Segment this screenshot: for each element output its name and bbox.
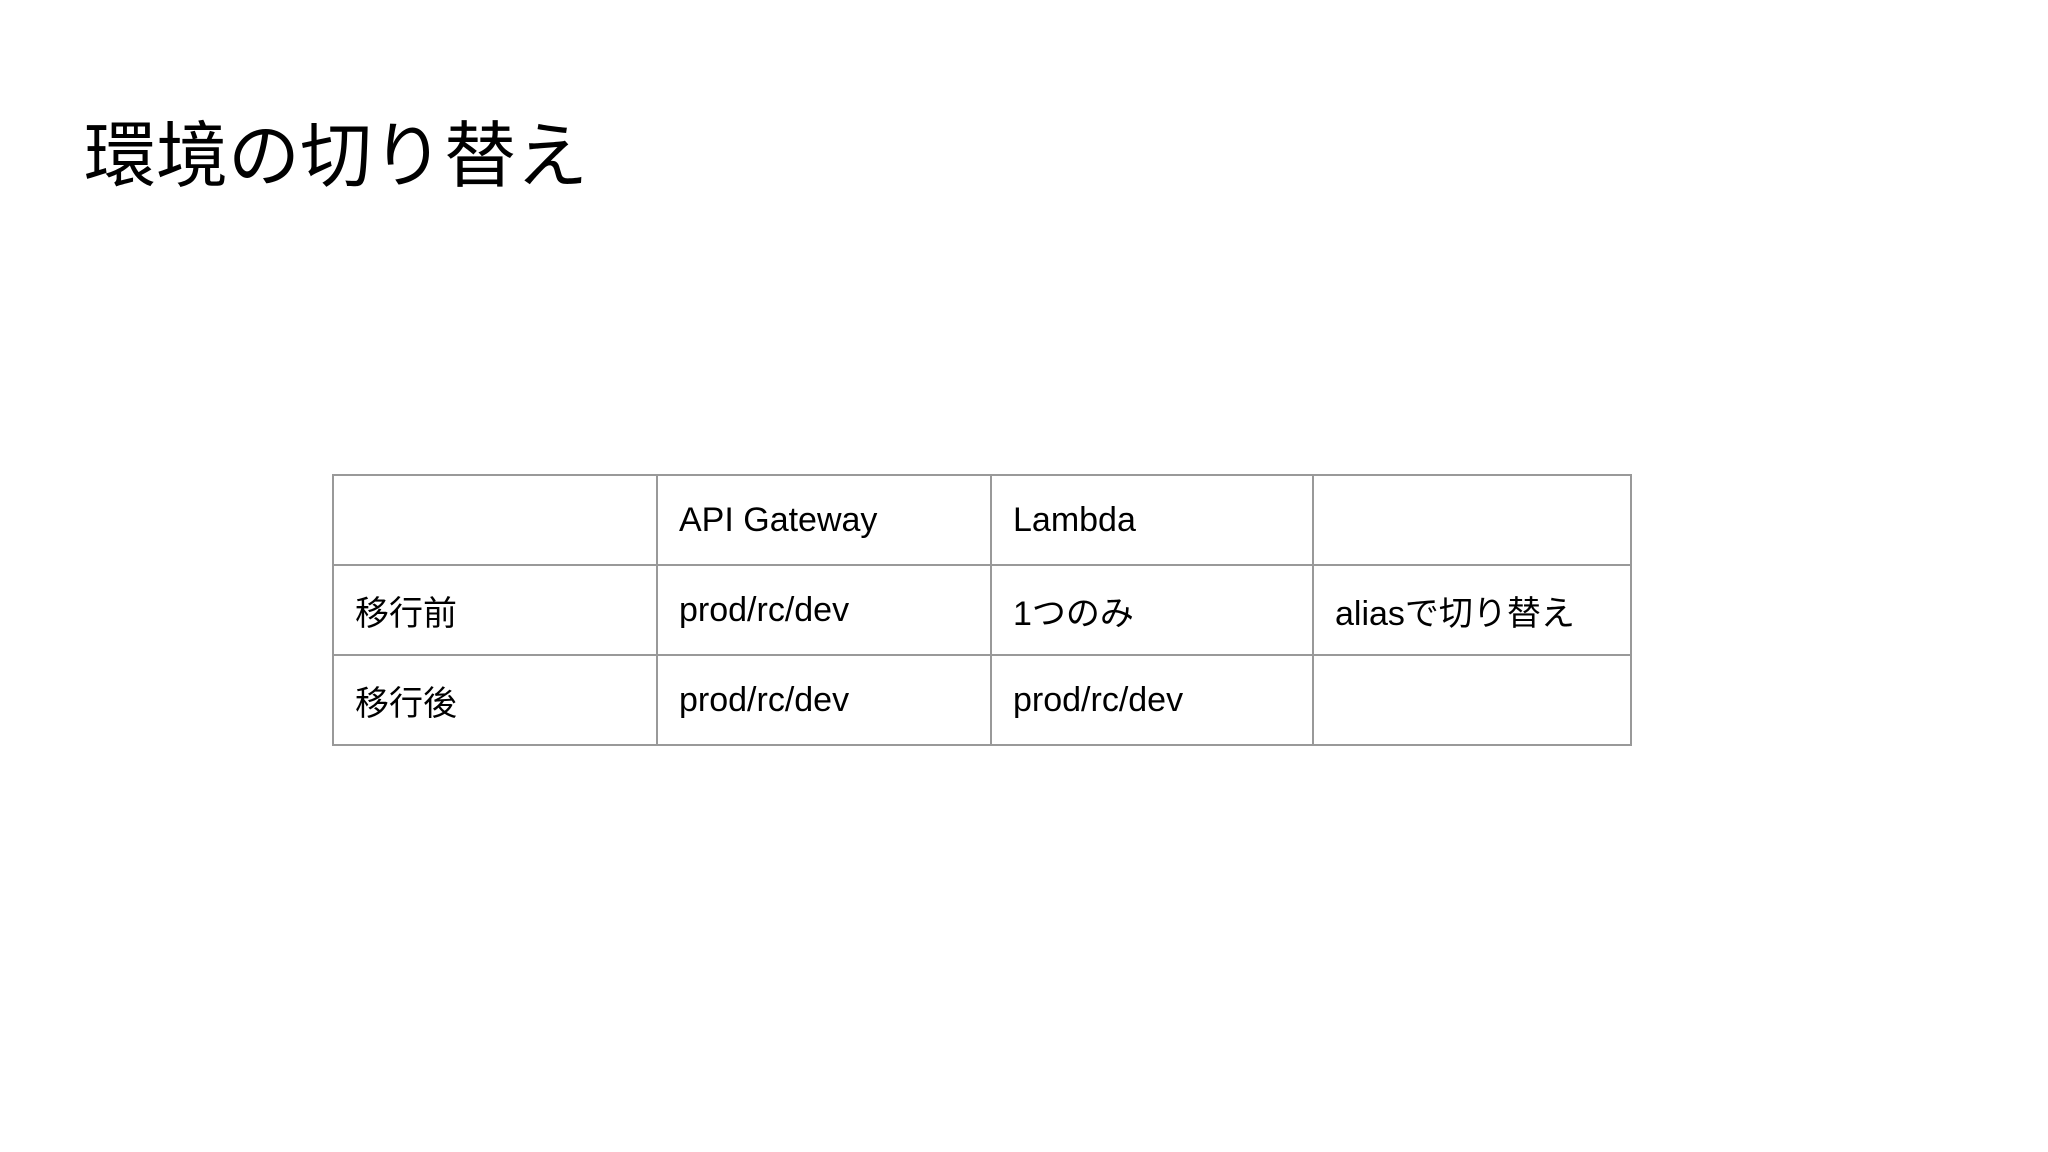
cell-before-note: aliasで切り替え: [1312, 564, 1632, 656]
header-cell-blank: [332, 474, 658, 566]
cell-after-note: [1312, 654, 1632, 746]
cell-before-lambda: 1つのみ: [990, 564, 1314, 656]
cell-after-api-gateway: prod/rc/dev: [656, 654, 992, 746]
environment-comparison-table: API Gateway Lambda 移行前 prod/rc/dev 1つのみ …: [332, 474, 1632, 746]
cell-before-api-gateway: prod/rc/dev: [656, 564, 992, 656]
header-cell-note: [1312, 474, 1632, 566]
header-cell-api-gateway: API Gateway: [656, 474, 992, 566]
header-cell-lambda: Lambda: [990, 474, 1314, 566]
cell-after-lambda: prod/rc/dev: [990, 654, 1314, 746]
slide-title: 環境の切り替え: [84, 117, 589, 197]
row-label-before-migration: 移行前: [332, 564, 658, 656]
table-header-row: API Gateway Lambda: [332, 474, 1632, 566]
table-row-before-migration: 移行前 prod/rc/dev 1つのみ aliasで切り替え: [332, 564, 1632, 656]
row-label-after-migration: 移行後: [332, 654, 658, 746]
table-row-after-migration: 移行後 prod/rc/dev prod/rc/dev: [332, 654, 1632, 746]
